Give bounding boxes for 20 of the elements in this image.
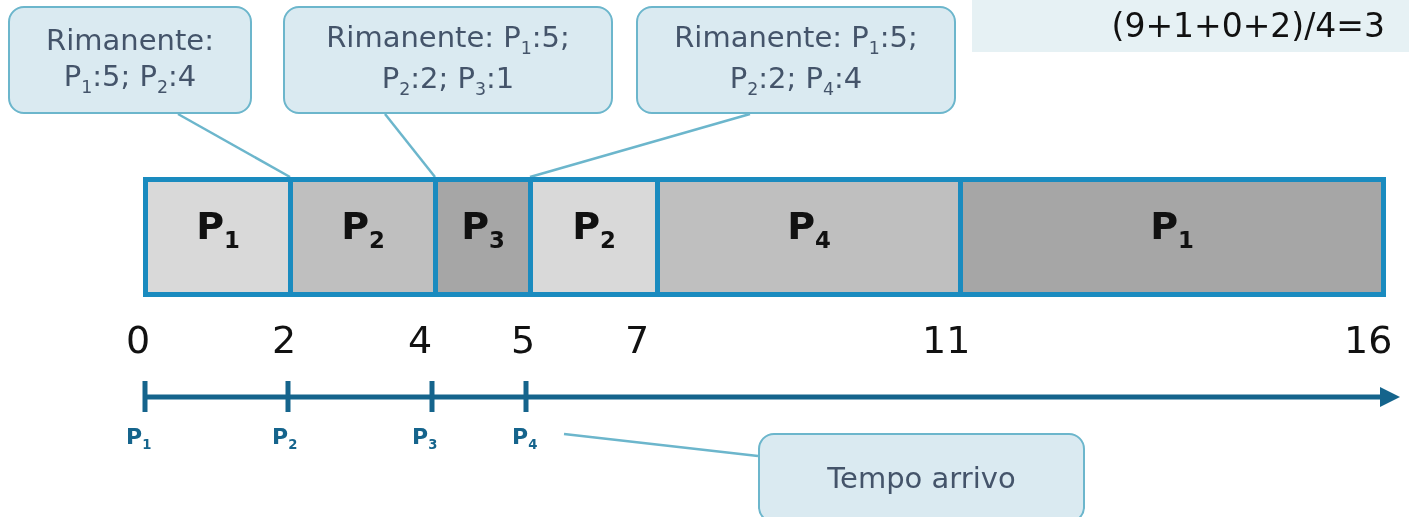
time-tick-label: 4 — [408, 318, 433, 362]
leader-line — [563, 432, 759, 458]
arrival-label: P$_{4}$ — [512, 424, 552, 460]
callout-bubble: Rimanente: P$_{1}$:5; P$_{2}$:2; P$_{3}$:1 — [283, 6, 613, 114]
leader-line — [529, 112, 751, 179]
formula-text: (9+1+0+2)/4=3 — [972, 0, 1409, 52]
time-tick-label: 2 — [272, 318, 297, 362]
arrival-label: P$_{3}$ — [412, 424, 438, 453]
arrival-label: P$_{2}$ — [272, 424, 298, 453]
callout-bubble: Rimanente: P$_{1}$:5; P$_{2}$:4 — [8, 6, 252, 114]
time-tick-label: 11 — [922, 318, 971, 362]
time-tick-label: 16 — [1344, 318, 1393, 362]
time-tick-label: 5 — [511, 318, 536, 362]
leader-line — [177, 112, 291, 179]
time-tick-label: 0 — [126, 318, 151, 362]
callout-bubble: Tempo arrivo — [758, 433, 1085, 517]
leader-line — [384, 113, 436, 178]
callout-bubble: Rimanente: P$_{1}$:5; P$_{2}$:2; P$_{4}$:4 — [636, 6, 956, 114]
time-tick-label: 7 — [625, 318, 650, 362]
arrival-label: P$_{1}$ — [126, 424, 152, 453]
